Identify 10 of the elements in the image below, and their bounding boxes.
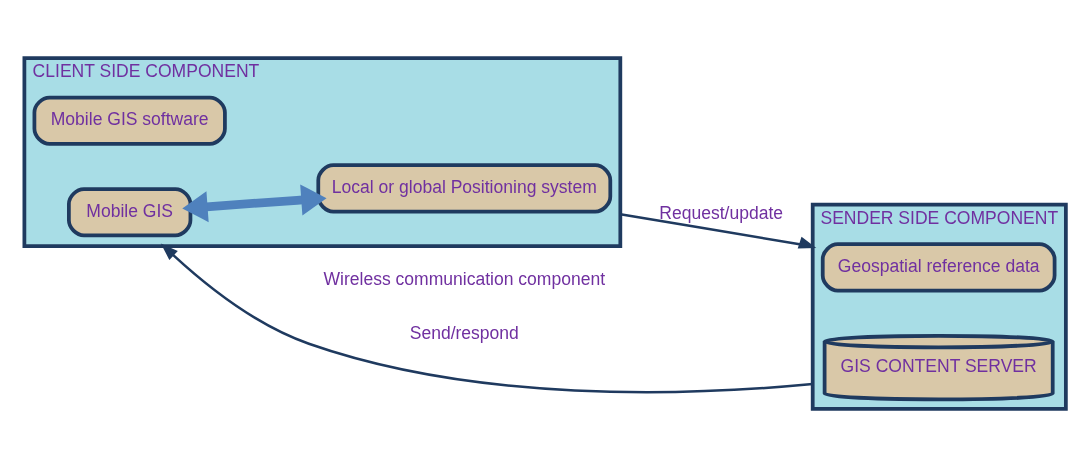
- arrow: [160, 242, 813, 393]
- arrow: [620, 212, 817, 248]
- node-box: Geospatial reference data: [820, 241, 1057, 292]
- arrow: [182, 184, 327, 222]
- node-box: Local or global Positioning system: [316, 162, 613, 213]
- label: Wireless communication component: [323, 268, 606, 289]
- node-box: Mobile GIS software: [32, 95, 227, 146]
- node-box: Mobile GIS: [67, 186, 193, 237]
- edge-label: Request/update: [659, 202, 784, 223]
- edge-label: Send/respond: [409, 322, 519, 343]
